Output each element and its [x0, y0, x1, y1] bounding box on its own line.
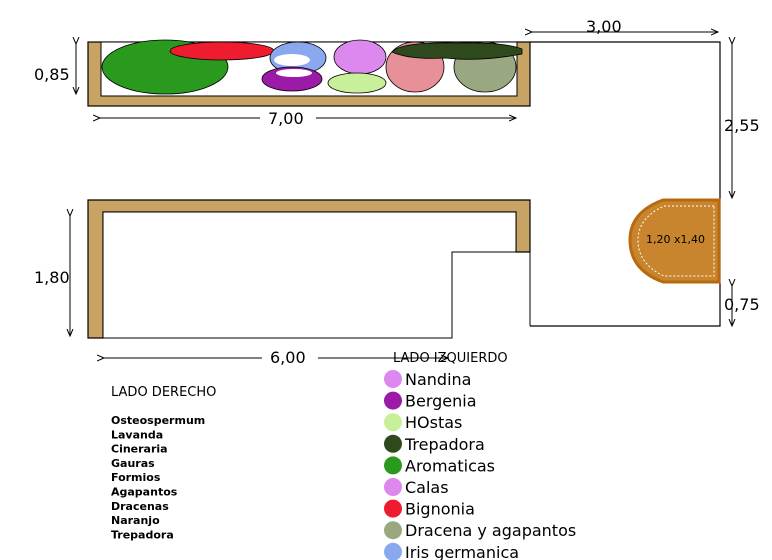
legend-label: Iris germanica — [405, 543, 519, 560]
dim-right-top-width: 3,00 — [586, 17, 622, 36]
dim-bottom-width: 6,00 — [270, 348, 306, 367]
dim-right-height: 2,55 — [724, 116, 760, 135]
bergenia-gap — [276, 69, 312, 77]
iris-gap — [274, 54, 310, 66]
legend-label: Bergenia — [405, 392, 477, 411]
dim-top-width: 7,00 — [268, 109, 304, 128]
legend-label: Dracena y agapantos — [405, 521, 576, 540]
legend-label: HOstas — [405, 413, 462, 432]
bottom-bed — [87, 199, 531, 339]
legend-label: Trepadora — [404, 435, 485, 454]
right-outline — [530, 41, 721, 327]
legend-swatch — [384, 413, 402, 432]
lado-derecho-plant: Trepadora — [111, 528, 174, 541]
legend-swatch — [384, 434, 402, 453]
lado-derecho-plant: Formios — [111, 471, 161, 484]
lado-izquierdo-title: LADO IZQUIERDO — [393, 351, 508, 366]
lado-izquierdo-legend: NandinaBergeniaHOstasTrepadoraAromaticas… — [384, 370, 576, 560]
lado-derecho-plant: Naranjo — [111, 514, 160, 527]
trepadora-plant — [391, 42, 523, 60]
lado-derecho-plant: Lavanda — [111, 428, 163, 441]
legend-label: Calas — [405, 478, 449, 497]
hostas-plant — [327, 72, 387, 94]
dim-lower-right: 0,75 — [724, 295, 760, 314]
legend-swatch — [384, 542, 402, 560]
dimension-lines — [70, 32, 732, 358]
bignonia-plant — [169, 41, 275, 61]
lado-derecho-plant: Osteospermum — [111, 414, 205, 427]
legend-swatch — [384, 456, 402, 475]
lado-derecho-plant: Agapantos — [111, 486, 178, 499]
top-bed — [87, 39, 531, 107]
legend-swatch — [384, 370, 402, 388]
nandina-plant — [333, 39, 387, 75]
lado-derecho-list: OsteospermumLavandaCinerariaGaurasFormio… — [111, 414, 205, 541]
dim-top-depth: 0,85 — [34, 65, 70, 84]
legend-label: Nandina — [405, 370, 471, 389]
legend-swatch — [384, 391, 402, 410]
legend-swatch — [384, 478, 402, 496]
feature-size-label: 1,20 x1,40 — [646, 233, 705, 246]
lado-derecho-plant: Dracenas — [111, 500, 169, 513]
legend-label: Bignonia — [405, 500, 475, 519]
dim-bottom-depth: 1,80 — [34, 268, 70, 287]
lado-derecho-plant: Cineraria — [111, 443, 168, 456]
lado-derecho-plant: Gauras — [111, 457, 155, 470]
lado-derecho-title: LADO DERECHO — [111, 385, 216, 400]
fountain-feature — [628, 198, 721, 284]
legend-label: Aromaticas — [405, 456, 495, 475]
legend-swatch — [384, 499, 402, 518]
legend-swatch — [384, 521, 402, 540]
